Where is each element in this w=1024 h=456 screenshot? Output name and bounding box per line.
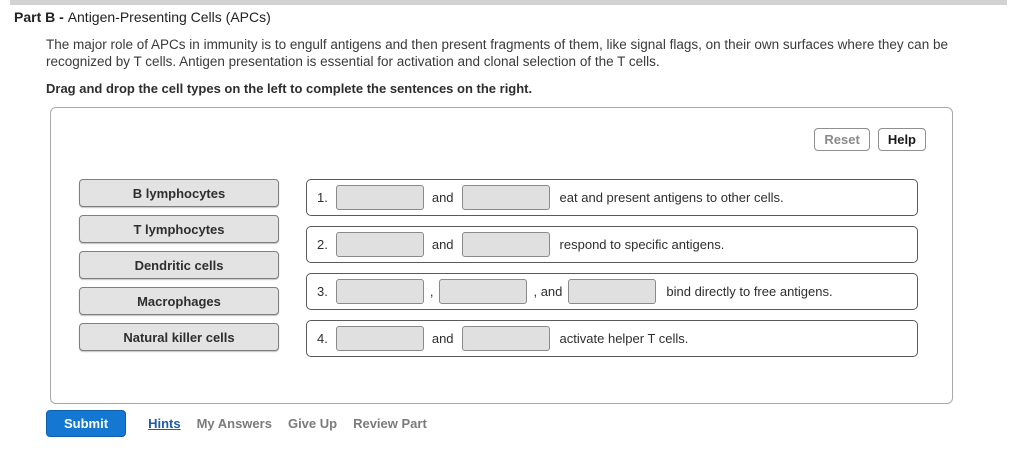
drop-blank[interactable]: [335, 326, 424, 351]
conjunction-text: and: [431, 237, 454, 252]
drag-chip-b-lymphocytes[interactable]: B lymphocytes: [79, 179, 279, 207]
conjunction-text: and: [431, 331, 454, 346]
drag-chip-macrophages[interactable]: Macrophages: [79, 287, 279, 315]
top-divider: [10, 0, 1007, 5]
sentence-tail: bind directly to free antigens.: [666, 284, 833, 299]
drop-blank[interactable]: [568, 279, 657, 304]
panel-actions: Reset Help: [814, 128, 926, 151]
drop-blank[interactable]: [335, 279, 424, 304]
help-button[interactable]: Help: [877, 128, 926, 151]
sentence-tail: eat and present antigens to other cells.: [559, 190, 784, 205]
description-text: The major role of APCs in immunity is to…: [46, 37, 948, 69]
drop-blank[interactable]: [335, 232, 424, 257]
chip-bank: B lymphocytes T lymphocytes Dendritic ce…: [79, 179, 279, 359]
footer-actions: Submit Hints My Answers Give Up Review P…: [46, 410, 443, 437]
instruction-text: Drag and drop the cell types on the left…: [46, 81, 533, 96]
sentence-row-1: 1. and eat and present antigens to other…: [306, 179, 918, 216]
sentence-row-2: 2. and respond to specific antigens.: [306, 226, 918, 263]
row-number: 2.: [317, 237, 328, 252]
part-title-text: Antigen-Presenting Cells (APCs): [67, 9, 271, 25]
comma-text: ,: [429, 284, 434, 299]
submit-button[interactable]: Submit: [46, 410, 127, 437]
conjunction-text: and: [431, 190, 454, 205]
review-part-link[interactable]: Review Part: [353, 416, 427, 431]
give-up-link[interactable]: Give Up: [287, 416, 338, 431]
drop-blank[interactable]: [461, 232, 550, 257]
row-number: 3.: [317, 284, 328, 299]
drop-blank[interactable]: [461, 185, 550, 210]
row-number: 1.: [317, 190, 328, 205]
row-number: 4.: [317, 331, 328, 346]
drop-blank[interactable]: [461, 326, 550, 351]
conjunction-text: , and: [533, 284, 563, 299]
sentence-list: 1. and eat and present antigens to other…: [306, 179, 918, 367]
drag-chip-dendritic-cells[interactable]: Dendritic cells: [79, 251, 279, 279]
sentence-row-4: 4. and activate helper T cells.: [306, 320, 918, 357]
sentence-tail: respond to specific antigens.: [559, 237, 725, 252]
drag-chip-t-lymphocytes[interactable]: T lymphocytes: [79, 215, 279, 243]
hints-link[interactable]: Hints: [148, 416, 181, 431]
my-answers-link[interactable]: My Answers: [196, 416, 272, 431]
drop-blank[interactable]: [439, 279, 528, 304]
reset-button[interactable]: Reset: [814, 128, 870, 151]
sentence-row-3: 3. , , and bind directly to free antigen…: [306, 273, 918, 310]
sentence-tail: activate helper T cells.: [559, 331, 689, 346]
drop-blank[interactable]: [335, 185, 424, 210]
activity-panel: Reset Help B lymphocytes T lymphocytes D…: [50, 107, 953, 404]
page-title: Part B - Antigen-Presenting Cells (APCs): [14, 9, 271, 25]
part-label: Part B -: [14, 9, 68, 25]
drag-chip-natural-killer-cells[interactable]: Natural killer cells: [79, 323, 279, 351]
